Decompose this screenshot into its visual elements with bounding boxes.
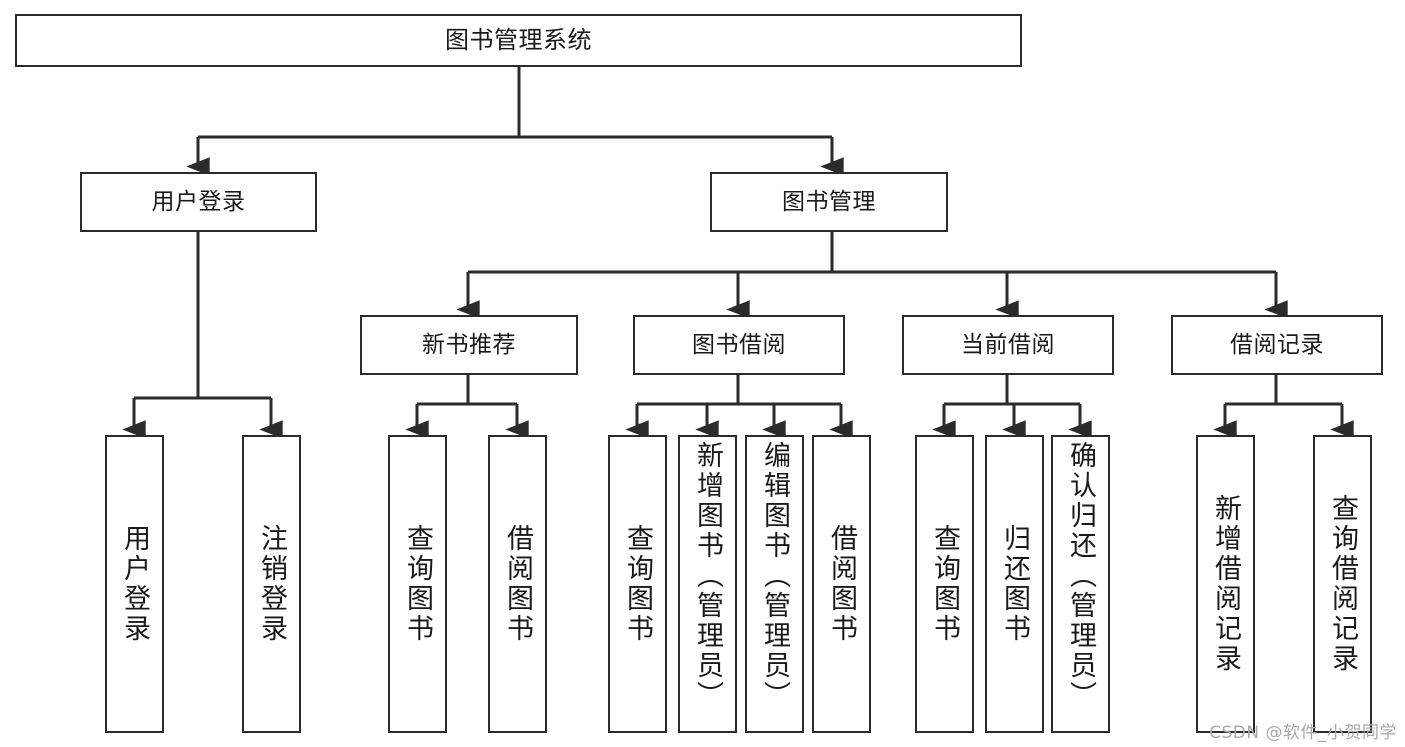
leaf-query-borrow-record-label: 查询借阅记录 xyxy=(1327,494,1358,674)
leaf-query-book-2[interactable]: 查询图书 xyxy=(608,435,667,733)
node-book-borrow[interactable]: 图书借阅 xyxy=(633,315,845,375)
leaf-add-borrow-record-label: 新增借阅记录 xyxy=(1210,494,1241,674)
leaf-query-borrow-record[interactable]: 查询借阅记录 xyxy=(1313,435,1372,733)
node-current-borrow[interactable]: 当前借阅 xyxy=(902,315,1114,375)
node-user-login[interactable]: 用户登录 xyxy=(80,172,317,232)
leaf-edit-book[interactable]: 编辑图书（管理员） xyxy=(745,435,804,733)
node-new-book-recommend[interactable]: 新书推荐 xyxy=(360,315,578,375)
leaf-logout-login-label: 注销登录 xyxy=(256,524,287,644)
node-book-borrow-label: 图书借阅 xyxy=(692,331,786,358)
leaf-add-book[interactable]: 新增图书（管理员） xyxy=(678,435,737,733)
node-user-login-label: 用户登录 xyxy=(151,188,246,215)
node-book-manage-label: 图书管理 xyxy=(782,188,876,215)
csdn-watermark: CSDN @软件_小贺同学 xyxy=(1209,723,1397,743)
leaf-user-login-label: 用户登录 xyxy=(119,524,150,644)
node-current-borrow-label: 当前借阅 xyxy=(961,331,1055,358)
leaf-add-book-label: 新增图书（管理员） xyxy=(692,441,723,711)
node-root[interactable]: 图书管理系统 xyxy=(15,14,1022,67)
leaf-query-book-1[interactable]: 查询图书 xyxy=(388,435,447,733)
leaf-query-book-1-label: 查询图书 xyxy=(402,524,433,644)
leaf-confirm-return[interactable]: 确认归还（管理员） xyxy=(1051,435,1110,733)
leaf-borrow-book-1[interactable]: 借阅图书 xyxy=(488,435,547,733)
leaf-return-book[interactable]: 归还图书 xyxy=(985,435,1044,733)
node-root-label: 图书管理系统 xyxy=(445,25,592,54)
leaf-edit-book-label: 编辑图书（管理员） xyxy=(759,441,790,711)
node-borrow-record[interactable]: 借阅记录 xyxy=(1171,315,1383,375)
node-borrow-record-label: 借阅记录 xyxy=(1230,331,1324,358)
leaf-borrow-book-2[interactable]: 借阅图书 xyxy=(812,435,871,733)
leaf-user-login[interactable]: 用户登录 xyxy=(105,435,164,733)
leaf-query-book-3-label: 查询图书 xyxy=(929,524,960,644)
node-new-book-recommend-label: 新书推荐 xyxy=(422,331,516,358)
leaf-add-borrow-record[interactable]: 新增借阅记录 xyxy=(1196,435,1255,733)
leaf-borrow-book-1-label: 借阅图书 xyxy=(502,524,533,644)
leaf-return-book-label: 归还图书 xyxy=(999,524,1030,644)
leaf-query-book-3[interactable]: 查询图书 xyxy=(915,435,974,733)
node-book-manage[interactable]: 图书管理 xyxy=(710,172,948,232)
leaf-borrow-book-2-label: 借阅图书 xyxy=(826,524,857,644)
leaf-query-book-2-label: 查询图书 xyxy=(622,524,653,644)
leaf-confirm-return-label: 确认归还（管理员） xyxy=(1065,441,1096,711)
leaf-logout-login[interactable]: 注销登录 xyxy=(242,435,301,733)
